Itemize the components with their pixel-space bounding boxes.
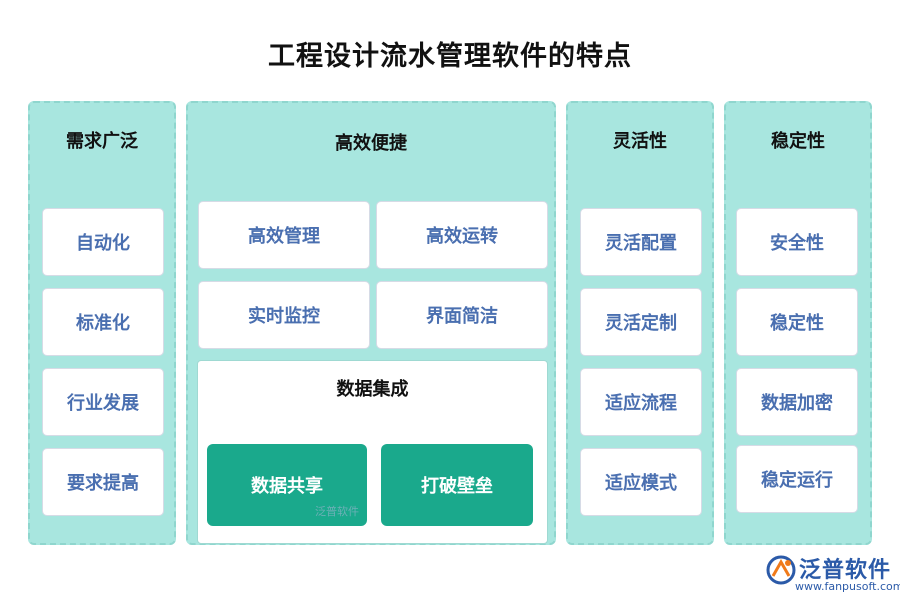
feature-box: 要求提高 — [42, 448, 164, 516]
page-title: 工程设计流水管理软件的特点 — [268, 41, 632, 72]
feature-box: 实时监控 — [198, 281, 370, 349]
column-stability: 稳定性 安全性 稳定性 数据加密 稳定运行 — [724, 101, 872, 545]
column-flexibility: 灵活性 灵活配置 灵活定制 适应流程 适应模式 — [566, 101, 714, 545]
column-title: 需求广泛 — [66, 131, 138, 152]
column-title: 稳定性 — [771, 131, 825, 152]
data-sharing-box: 数据共享 — [207, 444, 367, 526]
watermark: 泛普软件 — [315, 505, 359, 518]
column-title: 高效便捷 — [335, 133, 407, 154]
feature-box: 适应流程 — [580, 368, 702, 436]
feature-box: 数据加密 — [736, 368, 858, 436]
feature-box: 高效运转 — [376, 201, 548, 269]
feature-box: 灵活配置 — [580, 208, 702, 276]
feature-box: 灵活定制 — [580, 288, 702, 356]
feature-box: 自动化 — [42, 208, 164, 276]
logo-icon — [766, 555, 796, 585]
break-barriers-box: 打破壁垒 — [381, 444, 533, 526]
column-demand: 需求广泛 自动化 标准化 行业发展 要求提高 — [28, 101, 176, 545]
logo-name: 泛普软件 — [799, 558, 892, 583]
feature-box: 行业发展 — [42, 368, 164, 436]
column-efficient: 高效便捷 高效管理 高效运转 实时监控 界面简洁 数据集成 数据共享 打破壁垒 … — [186, 101, 556, 545]
logo-url: www.fanpusoft.com — [795, 580, 900, 593]
feature-box: 界面简洁 — [376, 281, 548, 349]
data-integration-panel: 数据集成 数据共享 打破壁垒 泛普软件 — [197, 360, 548, 544]
feature-box: 标准化 — [42, 288, 164, 356]
column-title: 灵活性 — [613, 131, 667, 152]
feature-box: 稳定运行 — [736, 445, 858, 513]
feature-box: 稳定性 — [736, 288, 858, 356]
feature-box: 高效管理 — [198, 201, 370, 269]
feature-box: 安全性 — [736, 208, 858, 276]
data-integration-title: 数据集成 — [336, 379, 409, 400]
brand-logo: 泛普软件 www.fanpusoft.com — [765, 552, 900, 594]
feature-box: 适应模式 — [580, 448, 702, 516]
